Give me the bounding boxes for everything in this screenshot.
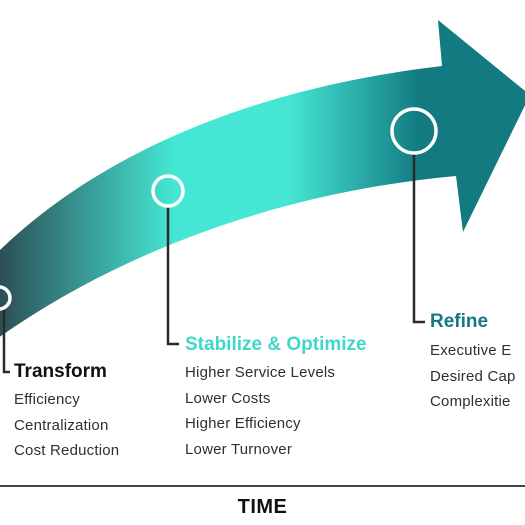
stage-item: Lower Costs xyxy=(185,389,271,407)
stage-list-transform: Efficiency Centralization Cost Reduction xyxy=(14,387,119,464)
stage-item: Lower Turnover xyxy=(185,440,293,458)
stage-title-refine: Refine xyxy=(430,311,489,332)
leader-line-transform xyxy=(2,307,10,374)
leader-line-refine xyxy=(412,154,425,324)
stage-list-refine: Executive E Desired Cap Complexitie xyxy=(430,338,516,415)
stage-item: Efficiency xyxy=(14,391,80,408)
milestone-marker-stabilize xyxy=(151,174,185,208)
stage-item: Desired Cap xyxy=(430,367,516,385)
growth-arrow xyxy=(0,20,525,337)
time-axis-label: TIME xyxy=(237,496,288,518)
stage-item: Executive E xyxy=(430,342,512,359)
milestone-marker-refine xyxy=(390,107,438,155)
stage-item: Cost Reduction xyxy=(14,442,120,459)
stage-item: Higher Efficiency xyxy=(185,415,301,432)
leader-line-stabilize xyxy=(166,206,179,346)
milestone-marker-transform xyxy=(0,285,12,311)
stage-item: Centralization xyxy=(14,416,109,434)
stage-list-stabilize: Higher Service Levels Lower Costs Higher… xyxy=(185,360,335,462)
stage-title-transform: Transform xyxy=(14,361,107,382)
stage-item: Complexitie xyxy=(430,393,511,410)
stage-title-stabilize: Stabilize & Optimize xyxy=(185,334,367,355)
stage-item: Higher Service Levels xyxy=(185,364,336,381)
